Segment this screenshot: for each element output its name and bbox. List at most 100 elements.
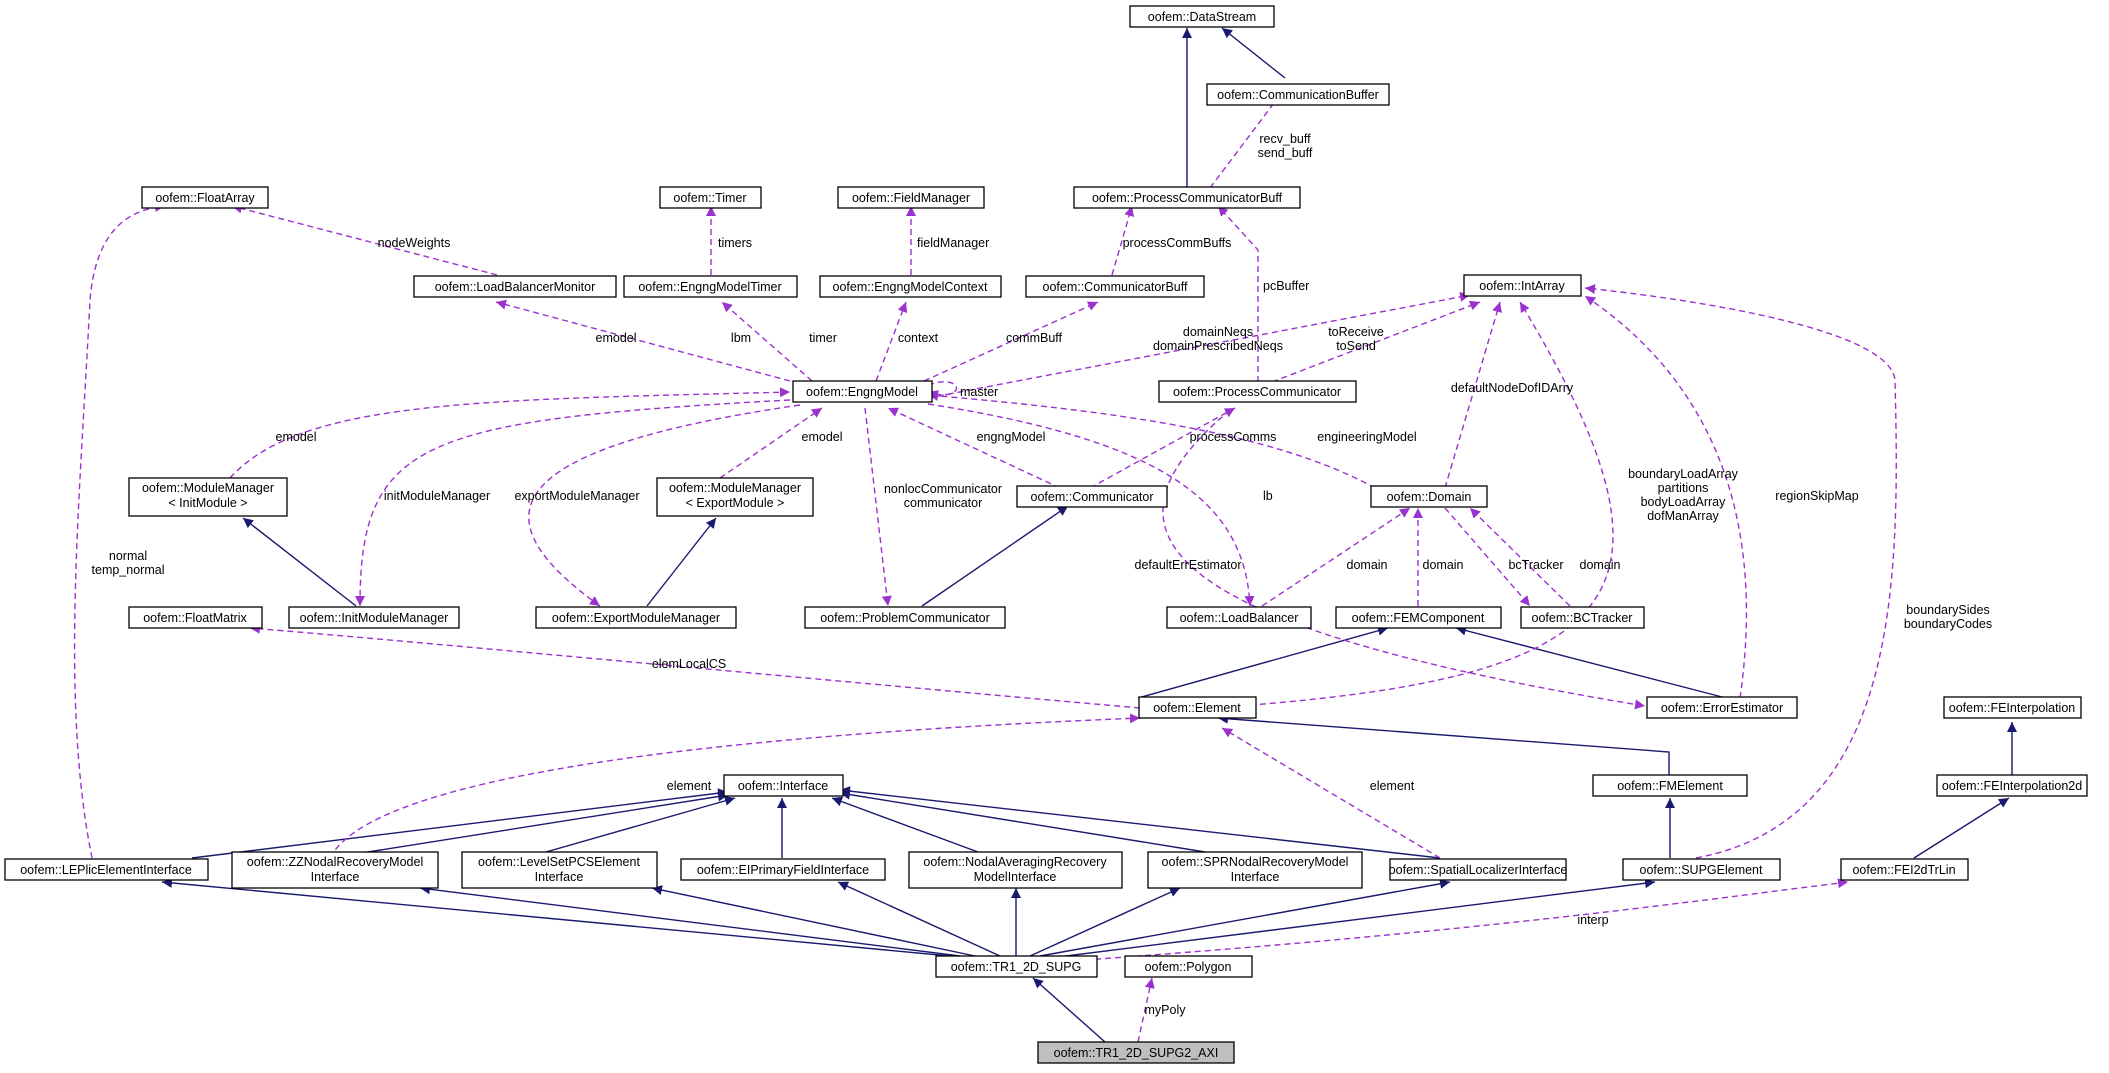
edge-bctracker-domain bbox=[1469, 507, 1571, 607]
node-communicationbuffer[interactable]: oofem::CommunicationBuffer bbox=[1206, 83, 1390, 106]
node-feinterpolation2d[interactable]: oofem::FEInterpolation2d bbox=[1936, 774, 2088, 797]
node-fieldmanager[interactable]: oofem::FieldManager bbox=[837, 186, 985, 209]
edge-supgelement-intarray bbox=[1584, 284, 1897, 859]
node-label: oofem::IntArray bbox=[1479, 279, 1565, 293]
edge-tr1-supgelement bbox=[1049, 878, 1656, 959]
label-exportmodulemanager: exportModuleManager bbox=[514, 489, 639, 503]
node-tr1-2d-supg[interactable]: oofem::TR1_2D_SUPG bbox=[935, 955, 1098, 978]
edge-tr1-spatialloc bbox=[1039, 878, 1451, 957]
edge-engngmodel-master bbox=[927, 381, 957, 400]
node-spatiallocalizerinterface[interactable]: oofem::SpatialLocalizerInterface bbox=[1389, 858, 1568, 881]
node-engngmodeltimer[interactable]: oofem::EngngModelTimer bbox=[623, 275, 798, 298]
node-label: oofem::ProcessCommunicatorBuff bbox=[1092, 191, 1283, 205]
label-emodel-export: emodel bbox=[802, 430, 843, 444]
node-label-line2: Interface bbox=[535, 870, 584, 884]
node-label: oofem::TR1_2D_SUPG2_AXI bbox=[1054, 1046, 1219, 1060]
node-label: oofem::FEInterpolation2d bbox=[1942, 779, 2082, 793]
node-supgelement[interactable]: oofem::SUPGElement bbox=[1622, 858, 1781, 881]
node-modulemanager-init[interactable]: oofem::ModuleManager < InitModule > bbox=[128, 477, 288, 517]
edge-spatialloc-interface bbox=[839, 786, 1441, 859]
label-nodeweights: nodeWeights bbox=[378, 236, 451, 250]
node-bctracker[interactable]: oofem::BCTracker bbox=[1520, 606, 1645, 629]
node-label: oofem::SpatialLocalizerInterface bbox=[1389, 863, 1568, 877]
node-label: oofem::Element bbox=[1153, 701, 1241, 715]
label-timers: timers bbox=[718, 236, 752, 250]
node-fei2dtrlin[interactable]: oofem::FEI2dTrLin bbox=[1840, 858, 1969, 881]
edge-problemcomm-communicator bbox=[921, 505, 1069, 607]
node-nodalaveragingrecoverymodelinterface[interactable]: oofem::NodalAveragingRecovery ModelInter… bbox=[908, 851, 1123, 889]
edge-zznodal-interface bbox=[329, 791, 729, 859]
node-zznodalrecoverymodelinterface[interactable]: oofem::ZZNodalRecoveryModel Interface bbox=[231, 851, 439, 889]
label-element-spatial: element bbox=[1370, 779, 1415, 793]
node-initmodulemanager[interactable]: oofem::InitModuleManager bbox=[288, 606, 460, 629]
node-timer[interactable]: oofem::Timer bbox=[659, 186, 762, 209]
label-lbm: lbm bbox=[731, 331, 751, 345]
label-initmodulemanager: initModuleManager bbox=[384, 489, 490, 503]
node-intarray[interactable]: oofem::IntArray bbox=[1463, 274, 1582, 297]
node-label: oofem::Domain bbox=[1387, 490, 1472, 504]
node-element[interactable]: oofem::Element bbox=[1138, 696, 1257, 719]
node-datastream[interactable]: oofem::DataStream bbox=[1129, 5, 1275, 28]
node-engngmodel[interactable]: oofem::EngngModel bbox=[792, 380, 933, 403]
node-floatmatrix[interactable]: oofem::FloatMatrix bbox=[128, 606, 263, 629]
edge-element-floatmatrix bbox=[249, 623, 1141, 709]
node-eiprimaryfieldinterface[interactable]: oofem::EIPrimaryFieldInterface bbox=[680, 858, 886, 881]
node-fmelement[interactable]: oofem::FMElement bbox=[1592, 774, 1748, 797]
node-domain[interactable]: oofem::Domain bbox=[1370, 485, 1488, 508]
node-processcommunicator[interactable]: oofem::ProcessCommunicator bbox=[1158, 380, 1357, 403]
node-loadbalancer[interactable]: oofem::LoadBalancer bbox=[1166, 606, 1312, 629]
edge-communicatorbuff-proccommbuff bbox=[1111, 205, 1135, 276]
node-label: oofem::EngngModel bbox=[806, 385, 918, 399]
label-timer: timer bbox=[809, 331, 837, 345]
node-engngmodelcontext[interactable]: oofem::EngngModelContext bbox=[819, 275, 1002, 298]
edge-labels: recv_buff send_buff nodeWeights timers f… bbox=[92, 132, 1993, 1017]
node-label: oofem::InitModuleManager bbox=[300, 611, 449, 625]
node-polygon[interactable]: oofem::Polygon bbox=[1124, 955, 1253, 978]
edge-domain-intarray bbox=[1444, 301, 1502, 489]
edge-modmgr-init-engngmodel bbox=[229, 387, 791, 479]
node-communicatorbuff[interactable]: oofem::CommunicatorBuff bbox=[1025, 275, 1205, 298]
node-label: oofem::FMElement bbox=[1617, 779, 1723, 793]
node-tr1-2d-supg2-axi[interactable]: oofem::TR1_2D_SUPG2_AXI bbox=[1037, 1041, 1235, 1064]
node-communicator[interactable]: oofem::Communicator bbox=[1016, 485, 1168, 508]
node-floatarray[interactable]: oofem::FloatArray bbox=[141, 186, 269, 209]
edge-tr1-levelset bbox=[651, 885, 976, 957]
edge-tr1-sprnodal bbox=[1029, 887, 1181, 957]
edge-engngmodel-problemcomm bbox=[864, 407, 892, 607]
label-toreceive: toReceive bbox=[1328, 325, 1384, 339]
label-defaultnodedofidarry: defaultNodeDofIDArry bbox=[1451, 381, 1574, 395]
node-label: oofem::FEMComponent bbox=[1352, 611, 1485, 625]
node-label-line2: < InitModule > bbox=[168, 496, 247, 510]
edge-tr1-leplic bbox=[161, 877, 951, 957]
label-domainprescribedneqs: domainPrescribedNeqs bbox=[1153, 339, 1283, 353]
node-levelsetpcselementinterface[interactable]: oofem::LevelSetPCSElement Interface bbox=[461, 851, 658, 889]
edge-errorestimator-femcomponent bbox=[1455, 625, 1727, 699]
label-processcomms: processComms bbox=[1190, 430, 1277, 444]
node-interface[interactable]: oofem::Interface bbox=[723, 774, 844, 797]
node-processcommunicatorbuff[interactable]: oofem::ProcessCommunicatorBuff bbox=[1073, 186, 1301, 209]
node-modulemanager-export[interactable]: oofem::ModuleManager < ExportModule > bbox=[656, 477, 814, 517]
node-label: oofem::ProblemCommunicator bbox=[820, 611, 990, 625]
edge-sprnodal-interface bbox=[839, 789, 1206, 853]
node-label: oofem::TR1_2D_SUPG bbox=[951, 960, 1082, 974]
node-label-line2: < ExportModule > bbox=[686, 496, 785, 510]
edge-engngmodel-engngcontext bbox=[875, 301, 908, 382]
edge-errorestimator-intarray bbox=[1584, 295, 1748, 699]
node-loadbalancermonitor[interactable]: oofem::LoadBalancerMonitor bbox=[413, 275, 617, 298]
edge-proccomm-intarray bbox=[1271, 300, 1481, 383]
node-label: oofem::Interface bbox=[738, 779, 828, 793]
edge-engngmodel-loadbalancer bbox=[927, 403, 1255, 607]
node-label: oofem::LEPlicElementInterface bbox=[20, 863, 192, 877]
node-problemcommunicator[interactable]: oofem::ProblemCommunicator bbox=[804, 606, 1006, 629]
label-master: master bbox=[960, 385, 998, 399]
node-exportmodulemanager[interactable]: oofem::ExportModuleManager bbox=[535, 606, 737, 629]
edge-levelset-interface bbox=[524, 795, 736, 859]
node-errorestimator[interactable]: oofem::ErrorEstimator bbox=[1646, 696, 1798, 719]
node-feinterpolation[interactable]: oofem::FEInterpolation bbox=[1943, 696, 2082, 719]
node-sprnodalrecoverymodelinterface[interactable]: oofem::SPRNodalRecoveryModel Interface bbox=[1147, 851, 1363, 889]
label-send-buff: send_buff bbox=[1258, 146, 1313, 160]
node-femcomponent[interactable]: oofem::FEMComponent bbox=[1335, 606, 1502, 629]
node-leplicelementinterface[interactable]: oofem::LEPlicElementInterface bbox=[4, 858, 209, 881]
node-label: oofem::FloatMatrix bbox=[143, 611, 247, 625]
